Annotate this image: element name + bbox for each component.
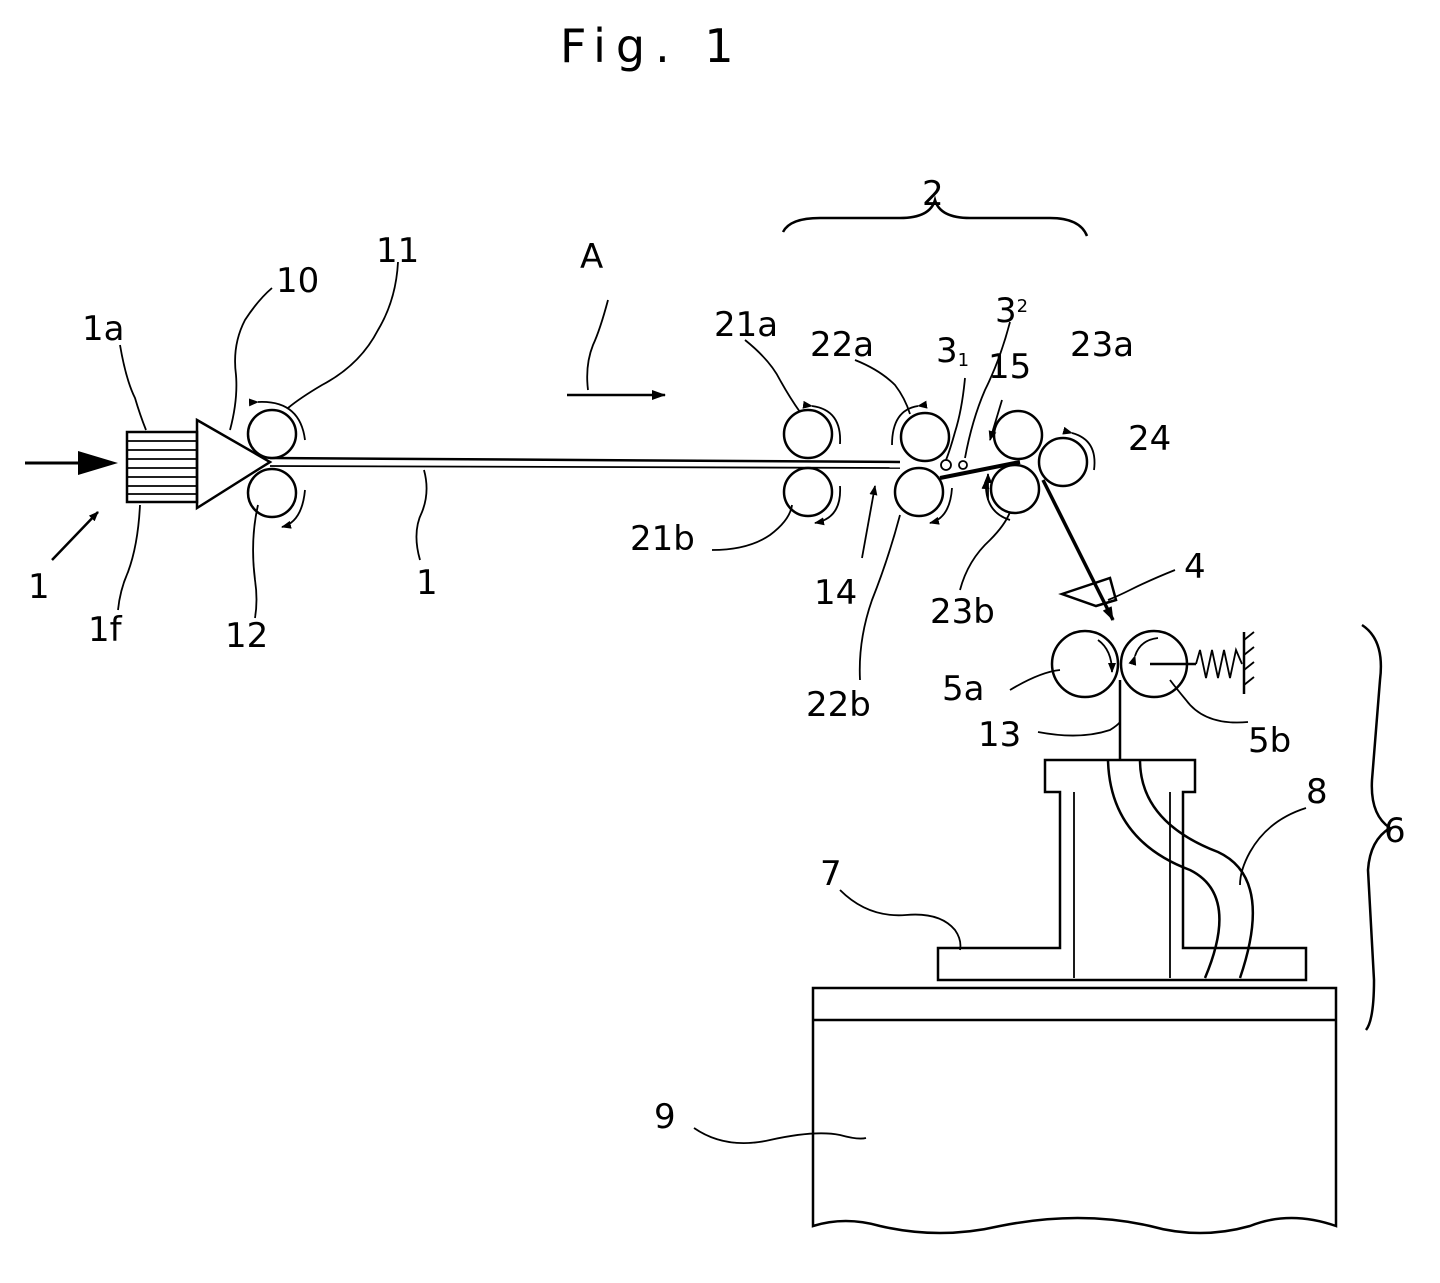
- direction-leader: [587, 300, 608, 390]
- leader-21a: [745, 340, 800, 412]
- leader-9: [694, 1128, 866, 1143]
- label-22a: 22a: [810, 325, 874, 365]
- label-7: 7: [820, 854, 842, 894]
- yarn-tube: [1108, 760, 1253, 978]
- label-3-2: 32: [995, 291, 1028, 331]
- guide-3-1: [941, 460, 951, 470]
- roller-22a: [901, 413, 949, 461]
- figure-title: Fig. 1: [560, 19, 744, 73]
- label-3-1-sub: 1: [958, 350, 969, 371]
- leader-5b: [1170, 680, 1248, 723]
- leader-7: [840, 890, 960, 950]
- label-13: 13: [978, 715, 1021, 755]
- leader-21b: [712, 505, 792, 550]
- label-10: 10: [276, 261, 319, 301]
- roller-24: [1039, 438, 1087, 486]
- guide-3-2: [959, 461, 967, 469]
- input-arrow-head: [78, 451, 118, 475]
- label-6: 6: [1384, 811, 1406, 851]
- label-14: 14: [814, 573, 857, 613]
- leader-4: [1108, 570, 1175, 600]
- label-1: 1: [28, 567, 50, 607]
- label-3-1-main: 3: [936, 331, 958, 371]
- label-3-2-sub: 2: [1017, 296, 1028, 317]
- leader-fiber-1: [416, 470, 426, 560]
- label-15: 15: [988, 347, 1031, 387]
- spring: [1196, 650, 1242, 678]
- label-5b: 5b: [1248, 721, 1291, 761]
- leader-10: [230, 288, 272, 430]
- label-9: 9: [654, 1097, 676, 1137]
- label-12: 12: [225, 616, 268, 656]
- label-4: 4: [1184, 547, 1206, 587]
- leader-8: [1240, 808, 1306, 885]
- bobbin-holder: [938, 760, 1306, 980]
- leader-13: [1038, 722, 1120, 736]
- label-3-1: 31: [936, 331, 969, 371]
- leader-12: [253, 505, 258, 618]
- pot-body: [813, 988, 1336, 1233]
- leader-3-1: [946, 378, 965, 460]
- roller-21a: [784, 410, 832, 458]
- leader-1: [52, 512, 98, 560]
- label-21a: 21a: [714, 305, 778, 345]
- leader-23b: [960, 512, 1010, 590]
- label-22b: 22b: [806, 685, 871, 725]
- label-24: 24: [1128, 419, 1171, 459]
- label-23b: 23b: [930, 592, 995, 632]
- wall-hatch: [1244, 647, 1254, 655]
- label-21b: 21b: [630, 519, 695, 559]
- wall-hatch: [1244, 662, 1254, 670]
- label-fiber-1: 1: [416, 563, 438, 603]
- wall-hatch: [1244, 677, 1254, 685]
- wall-hatch: [1244, 632, 1254, 640]
- label-5a: 5a: [942, 669, 984, 709]
- leader-1a: [120, 345, 146, 430]
- yarn-guide: [1062, 578, 1116, 606]
- roller-23b: [991, 465, 1039, 513]
- label-A: A: [580, 237, 603, 277]
- roller-5a: [1052, 631, 1118, 697]
- roller-11: [248, 410, 296, 458]
- label-8: 8: [1306, 772, 1328, 812]
- roller-22b: [895, 468, 943, 516]
- fiber-bundle: [127, 432, 197, 502]
- roller-23a: [994, 411, 1042, 459]
- leader-22a: [855, 360, 910, 414]
- label-23a: 23a: [1070, 325, 1134, 365]
- leader-14: [862, 486, 875, 558]
- label-2: 2: [922, 174, 944, 214]
- label-1f: 1f: [88, 610, 123, 650]
- roller-12: [248, 469, 296, 517]
- label-3-2-main: 3: [995, 291, 1017, 331]
- label-1a: 1a: [82, 309, 124, 349]
- leader-1f: [118, 505, 140, 610]
- label-11: 11: [376, 231, 419, 271]
